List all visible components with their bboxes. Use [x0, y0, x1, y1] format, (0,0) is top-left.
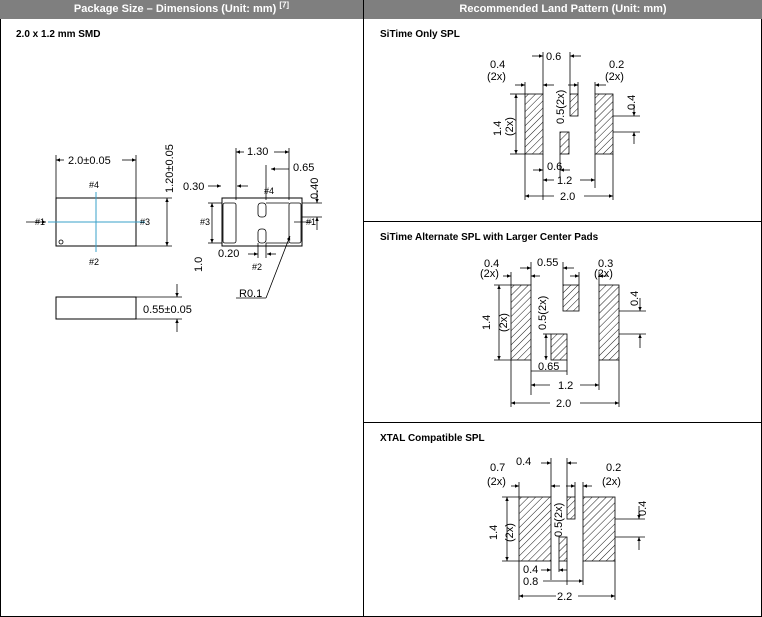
spl2-outer-w: 0.4	[484, 258, 499, 270]
spl3-outer-w: 0.7	[490, 462, 505, 474]
spl3-outer-w-n: (2x)	[487, 476, 506, 488]
dim-corner-radius: R0.1	[239, 288, 262, 300]
pin3-top: #3	[140, 217, 150, 227]
spl1-inner-w: 0.2	[609, 59, 624, 71]
spl2-total: 2.0	[556, 398, 571, 410]
spl2-inner-gap: 0.65	[538, 361, 559, 373]
spl1-step: 0.4	[626, 95, 638, 110]
column-divider	[363, 0, 364, 617]
spl3-pad-h: 1.4	[488, 525, 500, 540]
spl3-inner-gap: 0.4	[523, 564, 538, 576]
pin4-top: #4	[89, 180, 99, 190]
dim-height: 0.55±0.05	[143, 304, 192, 316]
dim-pad-end-len: 0.30	[183, 181, 204, 193]
dim-width: 1.20±0.05	[164, 144, 176, 193]
pin4-bottom: #4	[264, 186, 274, 196]
spl3-gap: 0.4	[516, 456, 531, 468]
spl1-center-h: 0.5(2x)	[555, 90, 567, 124]
dim-pad-end-h: 0.40	[309, 178, 321, 199]
spl2-pattern	[510, 284, 620, 361]
left-header-text: Package Size – Dimensions (Unit: mm)	[73, 3, 277, 15]
package-side-view	[55, 296, 137, 320]
left-header: Package Size – Dimensions (Unit: mm) [7]	[0, 0, 363, 19]
spl3-title: XTAL Compatible SPL	[380, 433, 485, 444]
spl2-mid-span: 1.2	[558, 380, 573, 392]
spl2-inner-w: 0.3	[598, 258, 613, 270]
pin2-bottom: #2	[252, 262, 262, 272]
spl2-outer-w-n: (2x)	[480, 268, 499, 280]
spl1-outer-w: 0.4	[490, 59, 505, 71]
spl3-inner-w: 0.2	[606, 462, 621, 474]
pin1-bottom: #1	[306, 217, 316, 227]
spl2-center-h: 0.5(2x)	[537, 296, 549, 330]
dim-inner-h: 1.0	[193, 257, 205, 272]
right-header: Recommended Land Pattern (Unit: mm)	[364, 0, 762, 19]
dim-pad-gap: 0.65	[293, 162, 314, 174]
spl1-total: 2.0	[560, 191, 575, 203]
spl1-pad-h: 1.4	[492, 121, 504, 136]
pin3-bottom: #3	[200, 217, 210, 227]
spl1-pad-h-n: (2x)	[504, 117, 516, 136]
spl1-inner-gap: 0.6	[547, 161, 562, 173]
spl3-total: 2.2	[557, 591, 572, 603]
dim-length: 2.0±0.05	[68, 155, 111, 167]
spl3-inner-w-n: (2x)	[602, 476, 621, 488]
spl2-pad-h-n: (2x)	[498, 313, 510, 332]
spl2-title: SiTime Alternate SPL with Larger Center …	[380, 232, 599, 243]
spl3-mid-span: 0.8	[523, 576, 538, 588]
right-header-text: Recommended Land Pattern (Unit: mm)	[459, 3, 667, 15]
spl1-gap: 0.6	[546, 51, 561, 63]
spl3-pad-h-n: (2x)	[504, 523, 516, 542]
spl1-pattern	[524, 93, 614, 155]
dim-pad-inner-w: 0.20	[218, 248, 239, 260]
pin2-top: #2	[89, 257, 99, 267]
section-divider-2	[363, 422, 762, 423]
spl1-title: SiTime Only SPL	[380, 29, 460, 40]
section-divider-1	[363, 221, 762, 222]
spl3-center-h: 0.5(2x)	[553, 503, 565, 537]
package-bottom-view	[221, 197, 303, 247]
spl1-outer-w-n: (2x)	[487, 71, 506, 83]
package-top-view	[48, 192, 145, 252]
spl2-inner-w-n: (2x)	[594, 268, 613, 280]
spl1-inner-w-n: (2x)	[605, 71, 624, 83]
spl2-gap: 0.55	[537, 257, 558, 269]
spl3-step: 0.4	[637, 501, 649, 516]
dim-pad-span: 1.30	[247, 146, 268, 158]
spl2-step: 0.4	[629, 291, 641, 306]
pin1-top: #1	[35, 217, 45, 227]
spl3-pattern	[518, 496, 616, 562]
package-title: 2.0 x 1.2 mm SMD	[16, 29, 101, 40]
spl2-pad-h: 1.4	[481, 315, 493, 330]
spl1-mid-span: 1.2	[557, 175, 572, 187]
left-header-note: [7]	[279, 0, 290, 10]
